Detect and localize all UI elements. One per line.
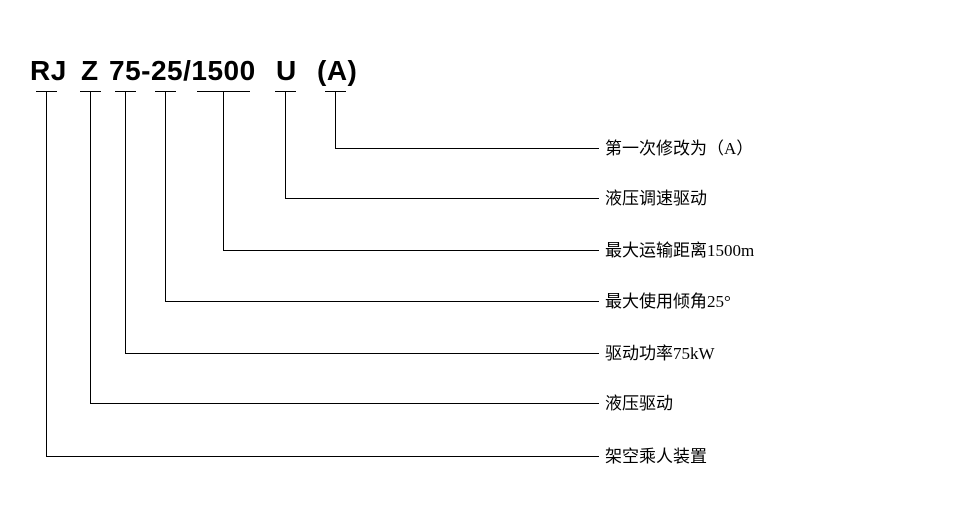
callout-hydraulic-speed-regulation: 液压调速驱动: [605, 189, 707, 208]
title-part-model-numbers: 75-25/1500: [109, 55, 256, 86]
title-part-series-rj: RJ: [30, 55, 67, 86]
leader-vline-power: [125, 91, 126, 354]
callout-max-transport-distance: 最大运输距离1500m: [605, 241, 755, 260]
title-part-speed-u: U: [276, 55, 297, 86]
leader-vline-u: [285, 91, 286, 199]
leader-hline-distance: [223, 250, 599, 251]
leader-vline-rj: [46, 91, 47, 457]
leader-hline-z: [90, 403, 599, 404]
leader-hline-u: [285, 198, 599, 199]
leader-hline-power: [125, 353, 599, 354]
leader-vline-revision: [335, 91, 336, 149]
title-part-revision-a: (A): [317, 55, 358, 86]
callout-drive-power: 驱动功率75kW: [605, 344, 715, 363]
callout-aerial-manriding-device: 架空乘人装置: [605, 447, 707, 466]
leader-vline-z: [90, 91, 91, 404]
leader-hline-revision: [335, 148, 599, 149]
title-part-drive-z: Z: [81, 55, 99, 86]
callout-hydraulic-drive: 液压驱动: [605, 394, 673, 413]
leader-vline-incline: [165, 91, 166, 302]
callout-first-revision: 第一次修改为（A）: [605, 139, 754, 158]
leader-hline-incline: [165, 301, 599, 302]
callout-max-inclination: 最大使用倾角25°: [605, 292, 731, 311]
leader-hline-rj: [46, 456, 599, 457]
leader-vline-distance: [223, 91, 224, 251]
